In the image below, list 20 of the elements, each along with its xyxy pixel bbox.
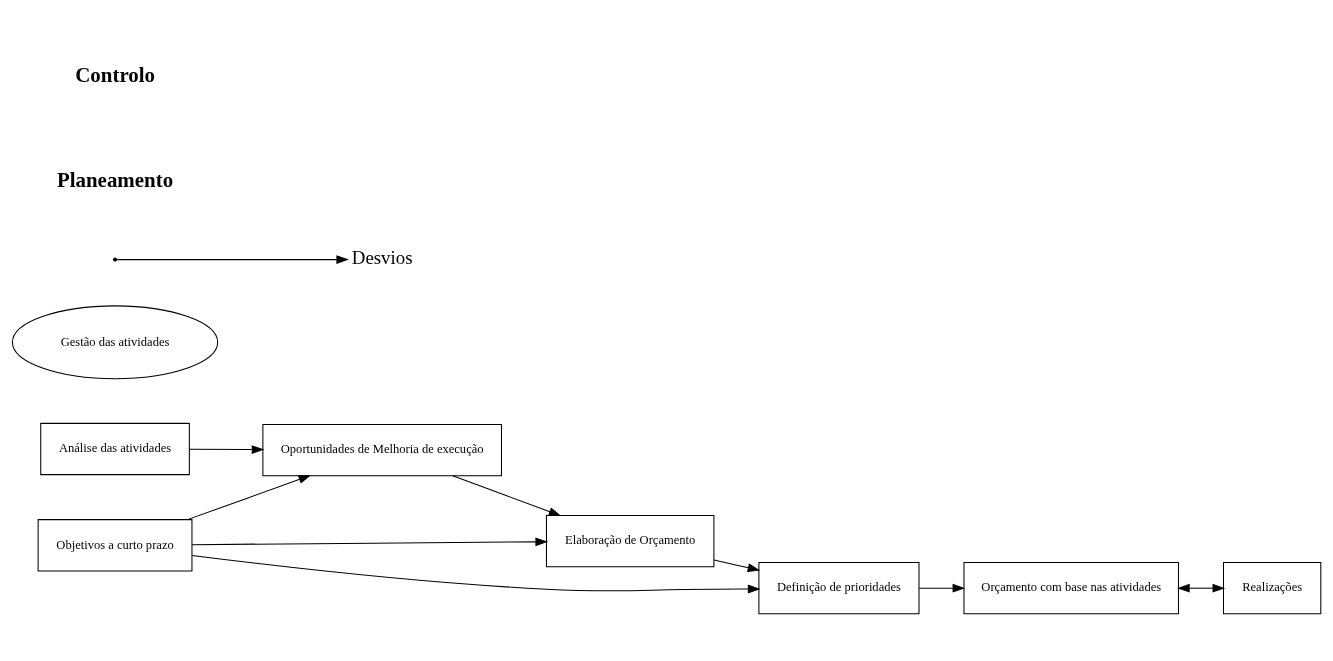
arrow — [116, 255, 349, 264]
arrow — [189, 445, 265, 454]
arrow — [452, 475, 562, 516]
arrow — [1177, 583, 1226, 593]
arrow — [191, 537, 548, 547]
arrow — [713, 559, 761, 572]
node-box: Oportunidades de Melhoria de execução — [262, 423, 502, 477]
label: Controlo — [75, 62, 156, 87]
arrow — [186, 475, 312, 521]
node-box: Orçamento com base nas atividades — [963, 562, 1180, 615]
node-box: Objetivos a curto prazo — [37, 519, 193, 572]
node-box: Realizações — [1222, 562, 1322, 615]
label: Planeamento — [56, 168, 174, 193]
node-box: Elaboração de Orçamento — [545, 514, 715, 568]
node-box: Definição de prioridades — [758, 562, 920, 615]
node-ellipse: Gestão das atividades — [11, 305, 219, 380]
node-box: Análise das atividades — [40, 422, 190, 476]
arrow — [191, 554, 761, 594]
arrow — [918, 583, 966, 593]
node-text: Desvios — [351, 247, 413, 269]
